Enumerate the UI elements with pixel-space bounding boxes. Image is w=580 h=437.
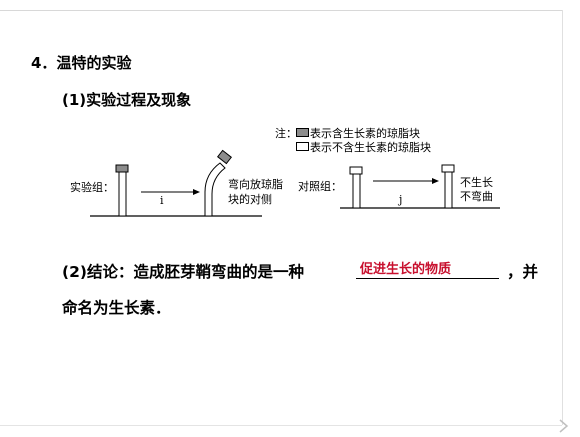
legend-swatch-with-auxin — [296, 128, 309, 137]
bottom-border — [0, 425, 562, 426]
control-arrow-label: j — [399, 193, 403, 206]
experimental-arrow-label: i — [160, 194, 164, 207]
conclusion-suffix: ，并 — [507, 263, 539, 281]
experimental-result-line2: 块的对侧 — [228, 193, 272, 206]
legend-swatch-without-auxin — [296, 142, 309, 151]
agar-block-with-auxin — [115, 164, 129, 173]
experimental-result-line1: 弯向放琼脂 — [228, 178, 283, 191]
legend-without-auxin: 表示不含生长素的琼脂块 — [310, 141, 431, 154]
agar-block-without-auxin-result — [441, 164, 455, 173]
right-border — [562, 10, 563, 425]
legend-with-auxin: 表示含生长素的琼脂块 — [310, 127, 420, 140]
process-heading: (1)实验过程及现象 — [62, 91, 192, 109]
agar-block-tilted — [217, 149, 232, 165]
control-result-line1: 不生长 — [460, 176, 493, 189]
section-heading: 4．温特的实验 — [31, 52, 131, 73]
legend-prefix: 注： — [275, 127, 297, 140]
coleoptile-bent — [204, 162, 226, 217]
section-title: 温特的实验 — [56, 54, 132, 72]
conclusion-answer: 促进生长的物质 — [360, 262, 452, 277]
control-group-diagram — [340, 164, 500, 209]
coleoptile-control — [352, 173, 361, 209]
top-border — [0, 10, 562, 11]
control-result-line2: 不弯曲 — [460, 190, 493, 203]
conclusion-line2: 命名为生长素． — [62, 299, 171, 317]
agar-block-without-auxin — [349, 166, 363, 175]
answer-blank-line — [356, 278, 499, 279]
coleoptile-decapitated — [118, 171, 127, 217]
corner-chevron-icon — [559, 419, 569, 433]
experimental-group-label: 实验组： — [70, 181, 114, 194]
section-number: 4． — [31, 54, 57, 72]
conclusion-prefix: (2)结论：造成胚芽鞘弯曲的是一种 — [62, 263, 304, 281]
coleoptile-control-result — [444, 171, 453, 209]
experimental-group-diagram — [90, 149, 262, 217]
control-group-label: 对照组： — [298, 180, 342, 193]
